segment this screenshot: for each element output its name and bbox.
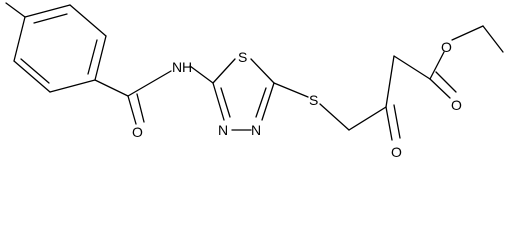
bond-ester-co-1 bbox=[429, 78, 451, 99]
bond-ch2-cketone bbox=[348, 106, 387, 131]
bond-ring-inner-2 bbox=[87, 39, 98, 75]
bond-sthio-ch2 bbox=[319, 103, 350, 131]
bond-ring-d bbox=[49, 79, 96, 93]
bond-c5-n4-inner bbox=[255, 87, 267, 118]
bond-s1-c5 bbox=[250, 58, 275, 84]
atom-h-amide: H bbox=[182, 59, 192, 75]
bond-amide-co-1 bbox=[127, 95, 137, 125]
bond-methyl bbox=[5, 2, 26, 18]
atom-o-ketone: O bbox=[391, 144, 402, 160]
bond-amide-cn bbox=[127, 70, 172, 97]
bond-ketone-co-1 bbox=[385, 106, 393, 141]
bond-aryl-carbonyl bbox=[94, 79, 129, 97]
bond-cester-oalkoxy bbox=[429, 51, 445, 80]
bond-c5-sthio bbox=[273, 82, 309, 98]
atom-n3: N bbox=[218, 122, 228, 138]
atom-o-ester-alkoxy: O bbox=[441, 39, 452, 55]
bond-ethyl bbox=[482, 25, 504, 53]
bond-n-c2 bbox=[189, 65, 214, 84]
bond-ketone-co-2 bbox=[393, 104, 401, 139]
bond-ring-b bbox=[69, 4, 107, 37]
bond-ring-inner-3 bbox=[20, 58, 50, 84]
bond-amide-co-2 bbox=[136, 93, 145, 123]
atom-o-ester-carbonyl: O bbox=[451, 97, 462, 113]
atom-o-amide: O bbox=[132, 124, 143, 140]
atom-s-ring: S bbox=[238, 49, 247, 65]
bond-lines bbox=[5, 2, 504, 141]
bond-c5-n4 bbox=[261, 82, 275, 121]
atom-n-amide: N bbox=[172, 59, 182, 75]
bond-ring-inner-1 bbox=[33, 13, 68, 24]
bond-ch2-cester bbox=[393, 55, 431, 80]
bond-ring-c bbox=[94, 35, 107, 81]
bond-oalkoxy-ch2 bbox=[451, 25, 484, 41]
bond-cketone-ch2 bbox=[385, 55, 395, 108]
atom-s-thioether: S bbox=[309, 92, 318, 108]
molecule-structure: O N H S N N S O O O bbox=[5, 2, 504, 160]
atom-labels: O N H S N N S O O O bbox=[132, 39, 462, 160]
bond-ester-co-2 bbox=[435, 71, 457, 93]
bond-n3-c2-inner bbox=[220, 87, 231, 118]
bond-ring-f bbox=[13, 16, 26, 62]
bond-ring-a bbox=[24, 4, 71, 18]
bond-c2-s1 bbox=[212, 58, 236, 84]
bond-n3-c2 bbox=[212, 82, 225, 121]
bond-ring-e bbox=[13, 60, 51, 93]
atom-n4: N bbox=[251, 122, 261, 138]
